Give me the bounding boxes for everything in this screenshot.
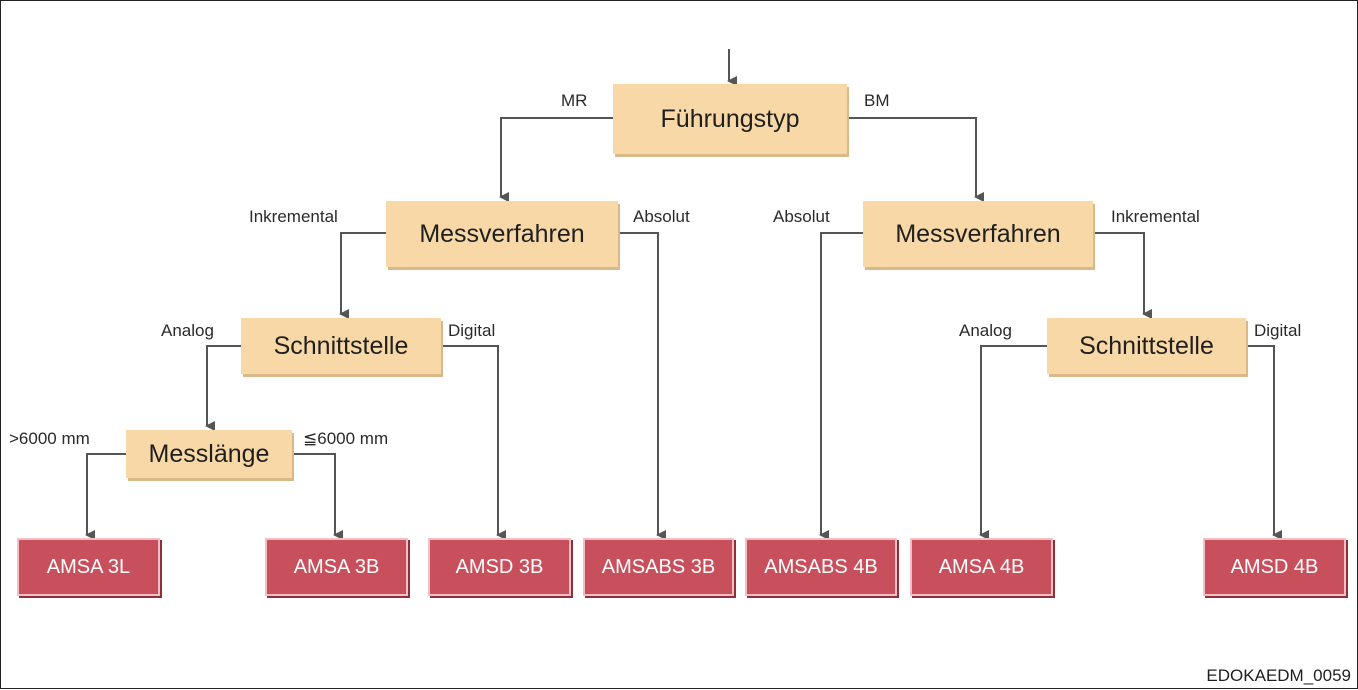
edge-digital-right — [1246, 345, 1282, 540]
edge-absolut-left — [618, 232, 666, 540]
edge-digital-left — [441, 345, 506, 540]
edge-mr — [499, 117, 613, 202]
result-amsabs-4b: AMSABS 4B — [745, 538, 897, 596]
result-amsd-3b: AMSD 3B — [428, 538, 571, 596]
label-digital-right: Digital — [1254, 321, 1302, 340]
label-digital-left: Digital — [448, 321, 496, 340]
label-inkremental-right: Inkremental — [1111, 207, 1200, 226]
fuehrungstyp-node: Führungstyp — [613, 84, 847, 154]
edge-analog-left — [205, 345, 241, 431]
label-inkremental-left: Inkremental — [249, 207, 338, 226]
reference-code: EDOKAEDM_0059 — [1206, 666, 1351, 685]
result-amsd-4b: AMSD 4B — [1203, 538, 1346, 596]
messlaenge-node: Messlänge — [126, 430, 292, 478]
result-amsabs-3b: AMSABS 3B — [583, 538, 734, 596]
edge-le-6000 — [292, 453, 343, 540]
label-gt-6000: >6000 mm — [9, 429, 90, 448]
label-absolut-right: Absolut — [773, 207, 830, 226]
edge-absolut-right — [819, 232, 863, 540]
messverfahren-right-node: Messverfahren — [863, 201, 1093, 267]
label-bm: BM — [864, 91, 890, 110]
label-analog-right: Analog — [959, 321, 1012, 340]
label-analog-left: Analog — [161, 321, 214, 340]
label-absolut-left: Absolut — [633, 207, 690, 226]
schnittstelle-left-node: Schnittstelle — [241, 318, 441, 374]
label-mr: MR — [561, 91, 588, 110]
edge-inkremental-left — [339, 232, 386, 319]
label-le-6000: ≦6000 mm — [303, 429, 389, 448]
edge-inkremental-right — [1093, 232, 1152, 319]
messverfahren-left-node: Messverfahren — [386, 201, 618, 267]
result-amsa-3l: AMSA 3L — [17, 538, 160, 596]
schnittstelle-right-node: Schnittstelle — [1047, 318, 1246, 374]
result-amsa-3b: AMSA 3B — [265, 538, 408, 596]
edge-bm — [847, 117, 984, 202]
edge-analog-right — [979, 345, 1047, 540]
result-amsa-4b: AMSA 4B — [910, 538, 1053, 596]
edge-gt-6000 — [85, 453, 126, 540]
